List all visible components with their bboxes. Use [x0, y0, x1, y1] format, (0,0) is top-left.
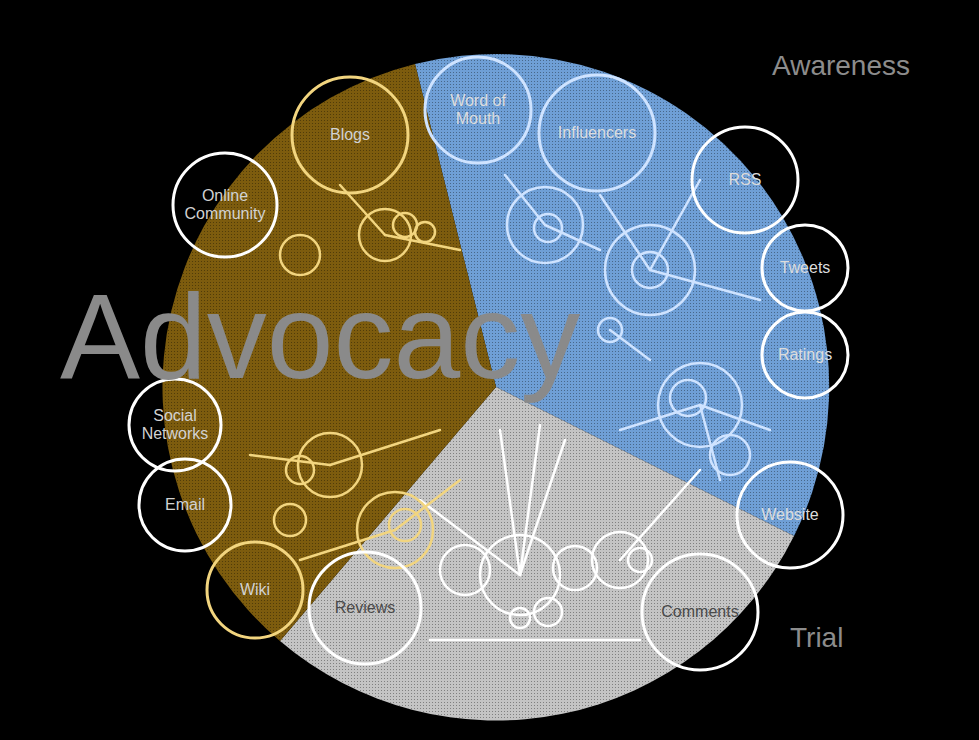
channel-label: Online Community [181, 187, 269, 224]
channel-label: Reviews [335, 599, 395, 617]
channel-circle: Wiki [205, 540, 305, 640]
channel-circle: Tweets [760, 223, 850, 313]
channel-circle: Ratings [760, 310, 850, 400]
circle-shape [737, 462, 843, 568]
circle-shape [762, 225, 848, 311]
channel-label: Ratings [778, 346, 832, 364]
circle-shape [292, 77, 408, 193]
channel-label: Blogs [330, 126, 370, 144]
channel-circle: Online Community [171, 151, 279, 259]
circle-shape [309, 552, 421, 664]
channel-circle: Blogs [290, 75, 410, 195]
sketch-grey [420, 425, 700, 640]
channel-label: Social Networks [138, 407, 213, 444]
channel-label: Influencers [558, 124, 636, 142]
circle-shape [173, 153, 277, 257]
channel-circle: Reviews [307, 550, 423, 666]
channel-label: Tweets [780, 259, 831, 277]
circle-shape [762, 312, 848, 398]
channel-circle: Word of Mouth [423, 55, 533, 165]
channel-circle: Comments [640, 552, 760, 672]
circle-shape [692, 127, 798, 233]
center-title: Advocacy [60, 276, 580, 396]
circle-shape [207, 542, 303, 638]
stage-label: Trial [790, 624, 843, 652]
circle-shape [425, 57, 531, 163]
stage-label: Awareness [772, 52, 910, 80]
channel-circle: RSS [690, 125, 800, 235]
channel-label: RSS [729, 171, 762, 189]
channel-label: Email [165, 496, 205, 514]
channel-label: Word of Mouth [437, 92, 520, 129]
channel-label: Wiki [240, 581, 270, 599]
circle-shape [539, 75, 655, 191]
channel-circle: Influencers [537, 73, 657, 193]
circle-shape [642, 554, 758, 670]
channel-circle: Website [735, 460, 845, 570]
channel-label: Website [761, 506, 819, 524]
channel-label: Comments [661, 603, 738, 621]
circle-shape [139, 459, 231, 551]
